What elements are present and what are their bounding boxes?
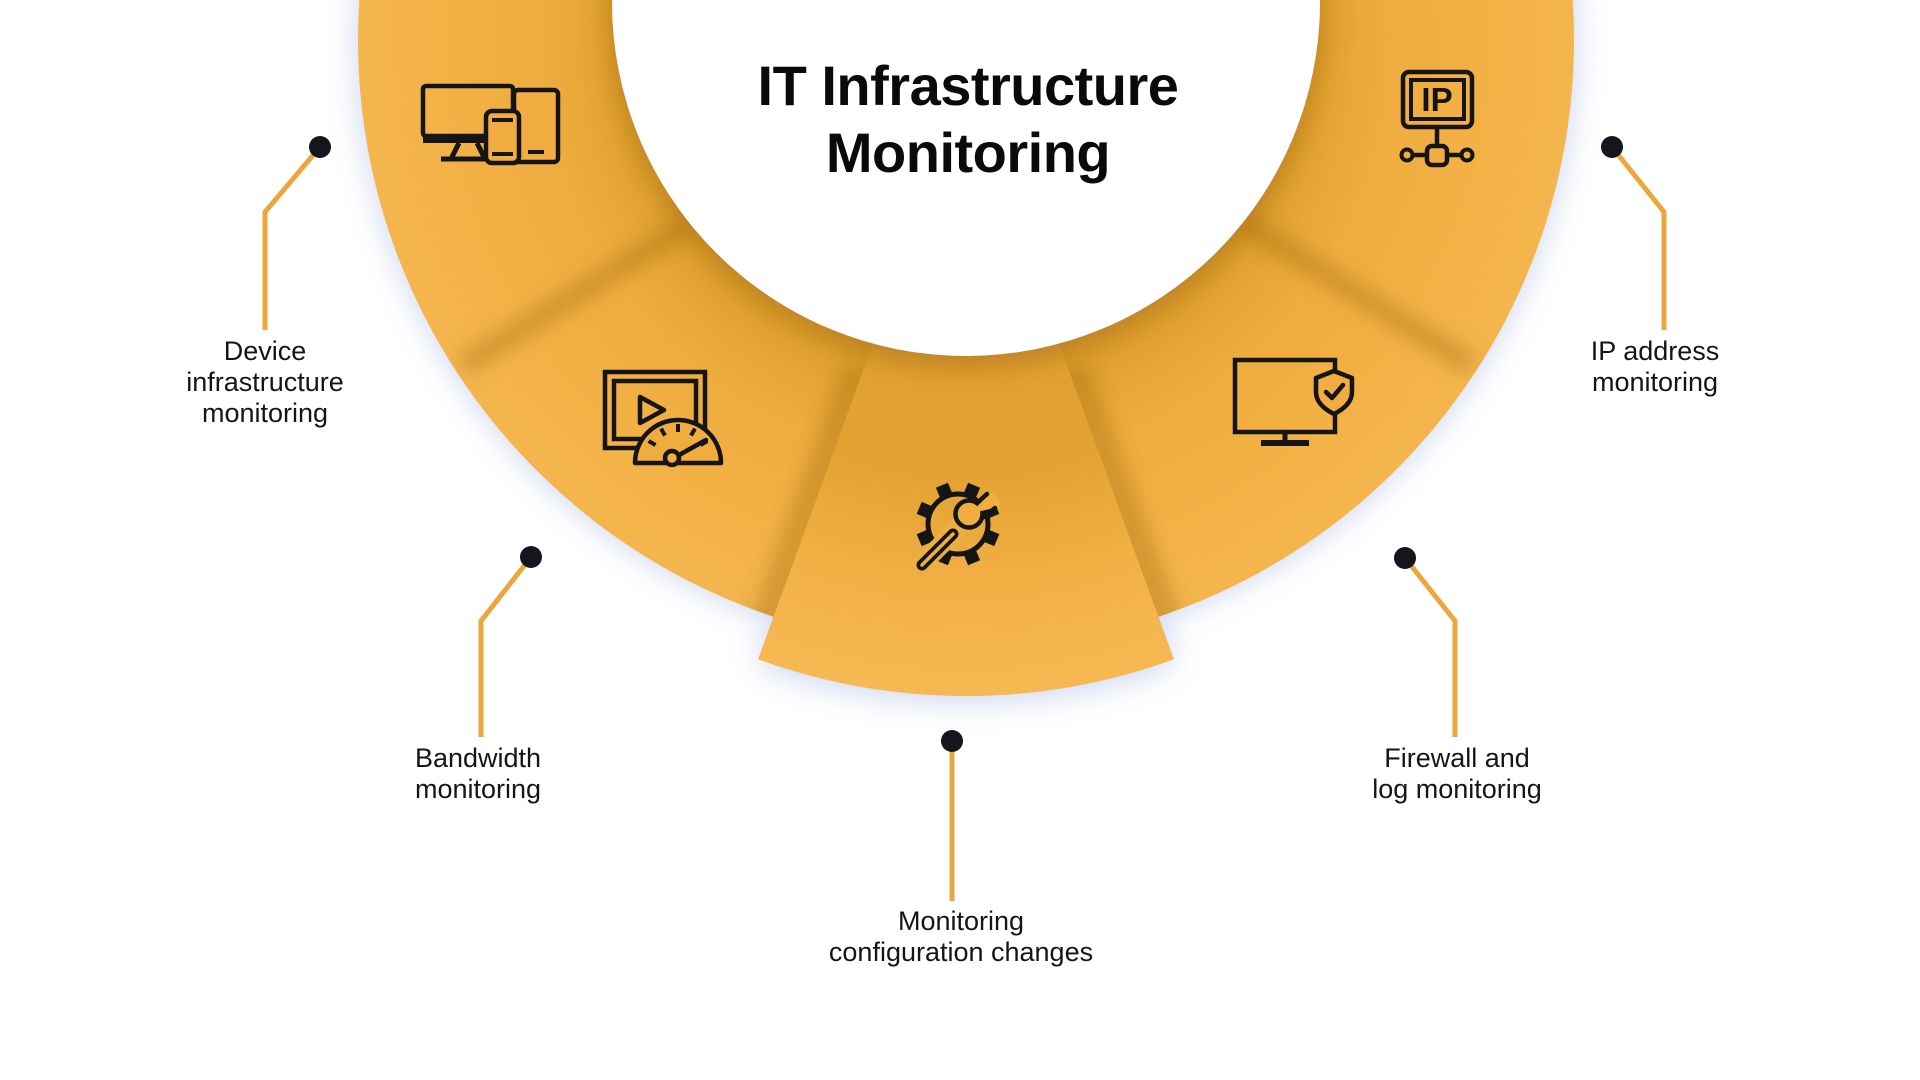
- ip-network-icon: IP: [1399, 69, 1475, 168]
- connector-bandwidth: [478, 555, 533, 737]
- label-firewall-and-log-monitoring: Firewall and log monitoring: [1372, 743, 1542, 804]
- connector-firewall: [1403, 556, 1458, 737]
- connector-dots: [309, 136, 1623, 752]
- connectors: [262, 145, 1667, 901]
- dot-firewall: [1394, 547, 1416, 569]
- video-speedometer-icon: [602, 369, 724, 468]
- title-line-2: Monitoring: [825, 121, 1111, 184]
- title-line-1: IT Infrastructure: [757, 54, 1179, 117]
- ip-icon-text: IP: [1421, 81, 1452, 118]
- connector-device: [262, 145, 322, 330]
- dot-config: [941, 730, 963, 752]
- dot-bandwidth: [520, 546, 542, 568]
- gear-wrench-icon: [910, 482, 1002, 576]
- dot-ip: [1601, 136, 1623, 158]
- label-device-infrastructure-monitoring: Device infrastructure monitoring: [186, 336, 344, 428]
- center-circle: [612, 0, 1320, 356]
- dot-device: [309, 136, 331, 158]
- label-monitoring-configuration-changes: Monitoring configuration changes: [828, 906, 1094, 967]
- monitor-shield-icon: [1232, 357, 1355, 446]
- label-bandwidth-monitoring: Bandwidth monitoring: [414, 743, 542, 804]
- page-title: IT Infrastructure Monitoring: [518, 52, 1418, 186]
- label-ip-address-monitoring: IP address monitoring: [1590, 336, 1720, 397]
- connector-ip: [1610, 145, 1667, 330]
- devices-icon: [420, 83, 561, 166]
- fan-segment-config: [758, 88, 1174, 696]
